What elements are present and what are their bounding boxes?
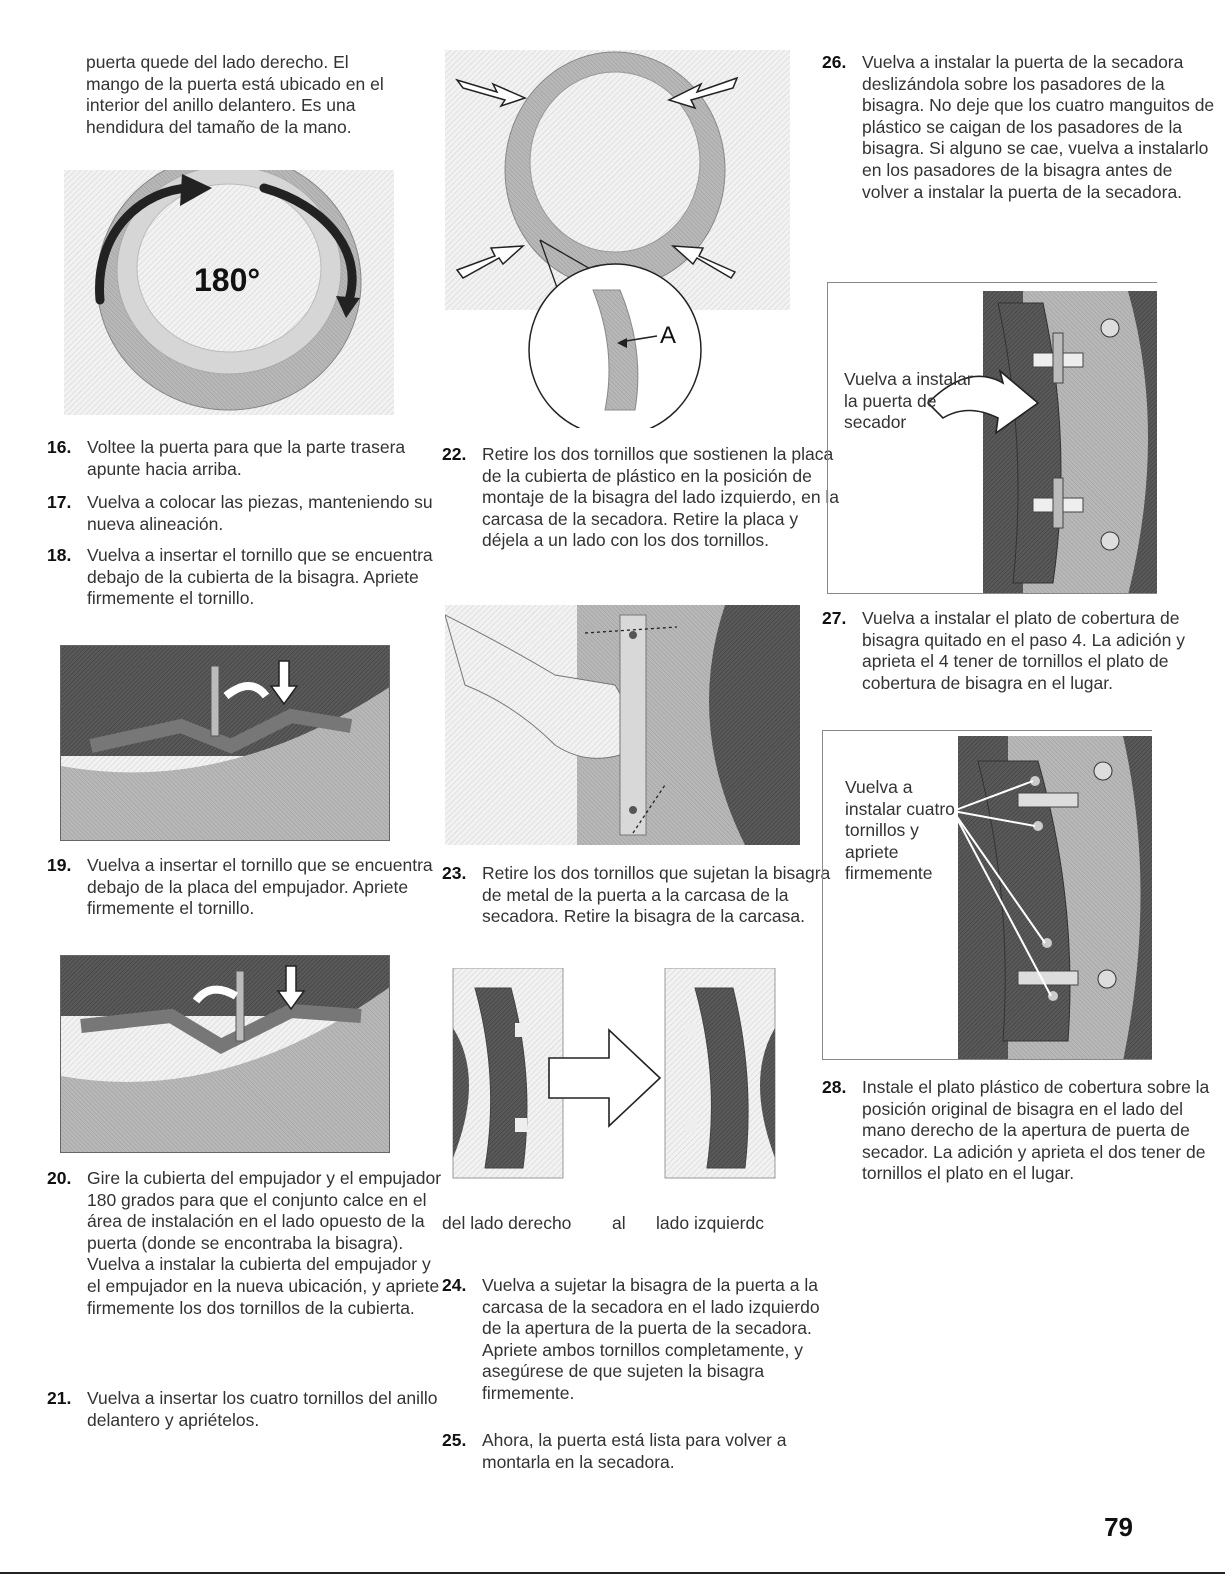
step-18: 18. Vuelva a insertar el tornillo que se… [47, 545, 447, 610]
step-number: 19. [47, 855, 72, 875]
callout-letter: A [660, 322, 677, 349]
step-text: Vuelva a instalar el plato de cobertura … [862, 608, 1186, 693]
step-text: Vuelva a insertar los cuatro tornillos d… [87, 1388, 438, 1430]
step-23: 23. Retire los dos tornillos que sujetan… [442, 863, 842, 928]
rotate-180-label: 180° [194, 262, 261, 298]
figure-door-ring-callout: A [445, 50, 790, 428]
hinge-to-label: lado izquierdc [656, 1213, 764, 1233]
figure-hinge-swap [445, 968, 785, 1208]
step-17: 17. Vuelva a colocar las piezas, manteni… [47, 492, 447, 535]
step-number: 21. [47, 1388, 72, 1408]
step-text: Gire la cubierta del empujador y el empu… [87, 1168, 442, 1318]
intro-paragraph: puerta quede del lado derecho. El mango … [86, 52, 384, 137]
step-number: 26. [822, 52, 847, 72]
step-21: 21. Vuelva a insertar los cuatro tornill… [47, 1388, 447, 1431]
step-text: Ahora, la puerta está lista para volver … [482, 1430, 787, 1472]
figure-door-rotate: 180° [64, 170, 394, 415]
figure-pusher-screw [60, 955, 390, 1153]
step-text: Retire los dos tornillos que sujetan la … [482, 863, 831, 927]
figure-hinge-screw [60, 645, 390, 841]
step-text: Retire los dos tornillos que sostienen l… [482, 444, 840, 551]
step-20: 20. Gire la cubierta del empujador y el … [47, 1168, 447, 1319]
hinge-middle-label: al [612, 1213, 626, 1233]
step-number: 23. [442, 863, 467, 883]
step-number: 24. [442, 1275, 467, 1295]
step-19: 19. Vuelva a insertar el tornillo que se… [47, 855, 447, 920]
step-text: Vuelva a insertar el tornillo que se enc… [87, 855, 433, 919]
reinstall-door-label: Vuelva a instalar la puerta de secador [844, 369, 973, 433]
step-22: 22. Retire los dos tornillos que sostien… [442, 444, 842, 552]
step-number: 28. [822, 1077, 847, 1097]
step-text: Vuelva a sujetar la bisagra de la puerta… [482, 1275, 820, 1403]
figure-reinstall-door: Vuelva a instalar la puerta de secador [827, 282, 1157, 594]
step-number: 27. [822, 608, 847, 628]
step-number: 20. [47, 1168, 72, 1188]
step-16: 16. Voltee la puerta para que la parte t… [47, 437, 447, 480]
bottom-rule [0, 1572, 1225, 1574]
step-number: 25. [442, 1430, 467, 1450]
step-number: 22. [442, 444, 467, 464]
step-number: 16. [47, 437, 72, 457]
step-number: 18. [47, 545, 72, 565]
step-text: Voltee la puerta para que la parte trase… [87, 437, 406, 479]
step-text: Vuelva a colocar las piezas, manteniendo… [87, 492, 433, 534]
step-text: Vuelva a instalar la puerta de la secado… [862, 52, 1215, 202]
step-28: 28. Instale el plato plástico de cobertu… [822, 1077, 1222, 1185]
step-27: 27. Vuelva a instalar el plato de cobert… [822, 608, 1222, 694]
page-number: 79 [1104, 1512, 1133, 1542]
step-number: 17. [47, 492, 72, 512]
figure-reinstall-screws: Vuelva a instalar cuatro tornillos y apr… [822, 730, 1152, 1060]
step-26: 26. Vuelva a instalar la puerta de la se… [822, 52, 1222, 203]
step-24: 24. Vuelva a sujetar la bisagra de la pu… [442, 1275, 842, 1405]
hinge-from-label: del lado derecho [442, 1213, 572, 1233]
step-text: Instale el plato plástico de cobertura s… [862, 1077, 1210, 1184]
reinstall-screws-label: Vuelva a instalar cuatro tornillos y apr… [845, 777, 955, 884]
figure-remove-plate [445, 605, 800, 845]
step-25: 25. Ahora, la puerta está lista para vol… [442, 1430, 842, 1473]
step-text: Vuelva a insertar el tornillo que se enc… [87, 545, 433, 609]
